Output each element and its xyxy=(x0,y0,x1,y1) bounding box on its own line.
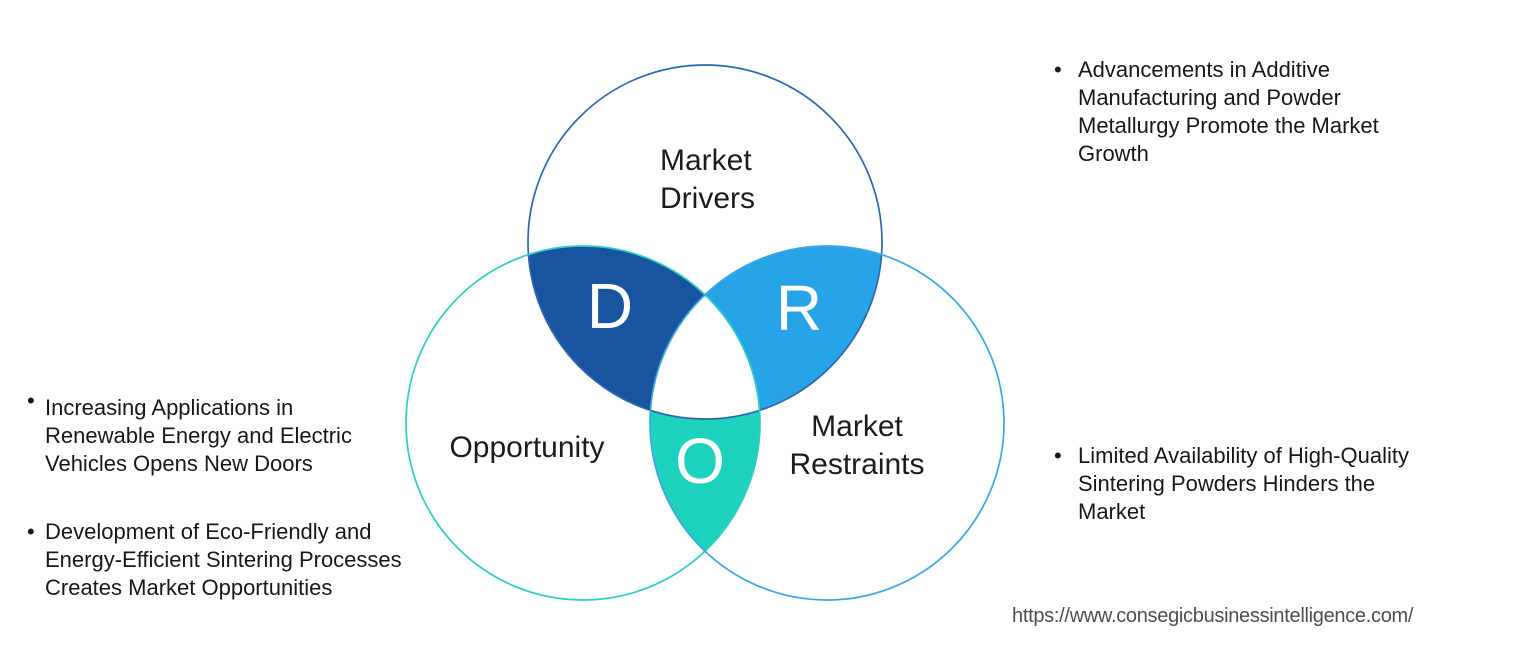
list-item: • Increasing Applications in Renewable E… xyxy=(18,388,468,478)
drivers-circle-outline xyxy=(527,64,883,420)
o-letter: O xyxy=(675,425,725,497)
list-item: • Limited Availability of High-Quality S… xyxy=(1046,442,1476,526)
restraints-label-line1: Market xyxy=(811,410,903,443)
r-letter: R xyxy=(776,272,822,344)
list-item: • Advancements in Additive Manufacturing… xyxy=(1046,56,1456,168)
opportunity-bullet-list: • Increasing Applications in Renewable E… xyxy=(18,388,468,602)
opportunity-label: Opportunity xyxy=(449,431,604,464)
restraints-label-line2: Restraints xyxy=(789,448,924,481)
d-letter: D xyxy=(587,270,633,342)
restraints-circle-outline xyxy=(649,245,1005,601)
opportunity-bullet-text-1: Increasing Applications in Renewable Ene… xyxy=(45,395,352,476)
drivers-label-line1: Market xyxy=(660,144,752,177)
bullet-icon: • xyxy=(1054,57,1062,82)
drivers-bullet-text: Advancements in Additive Manufacturing a… xyxy=(1078,57,1379,166)
bullet-icon: • xyxy=(27,388,35,413)
opportunity-circle-outline xyxy=(405,245,761,601)
restraints-bullet-list: • Limited Availability of High-Quality S… xyxy=(1046,442,1476,526)
drivers-bullet-list: • Advancements in Additive Manufacturing… xyxy=(1046,56,1456,168)
list-item: • Development of Eco-Friendly and Energy… xyxy=(18,518,468,602)
bullet-icon: • xyxy=(27,519,35,544)
drivers-label-line2: Drivers xyxy=(660,182,755,215)
opportunity-bullet-text-2: Development of Eco-Friendly and Energy-E… xyxy=(45,519,402,600)
bullet-icon: • xyxy=(1054,443,1062,468)
restraints-bullet-text: Limited Availability of High-Quality Sin… xyxy=(1078,443,1409,524)
source-url: https://www.consegicbusinessintelligence… xyxy=(1012,605,1414,627)
